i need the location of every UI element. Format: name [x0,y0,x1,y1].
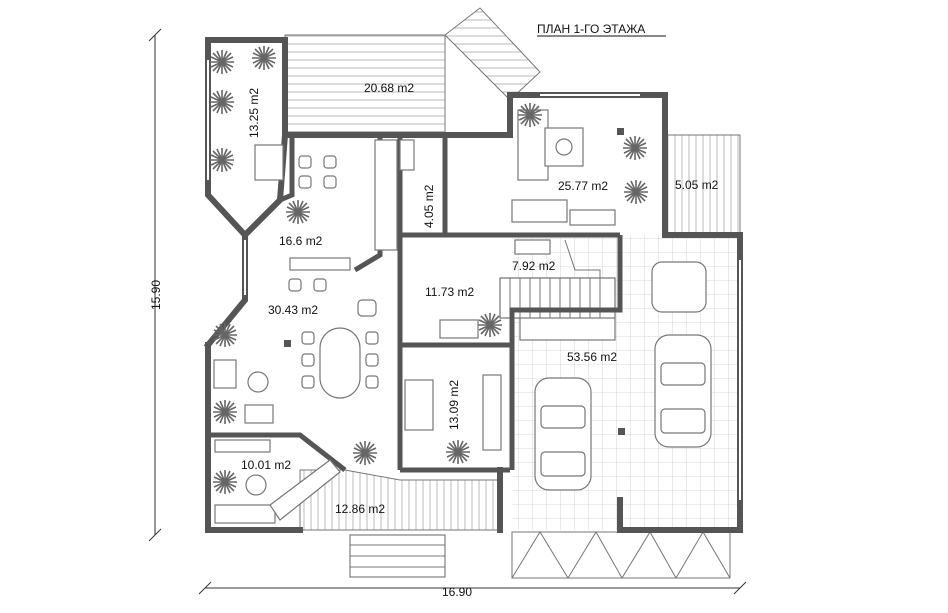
height-dimension: 15.90 [148,28,163,542]
width-dimension-label: 16.90 [442,585,472,599]
furniture [213,109,712,524]
room-area-bathroom: 4.05 m2 [422,184,436,228]
windows [207,60,741,500]
exterior-walls [203,37,743,533]
room-area-study: 10.01 m2 [241,458,291,472]
room-area-terrace-top: 20.68 m2 [364,81,414,95]
garage-doors [511,531,731,579]
room-area-garage: 53.56 m2 [567,350,617,364]
width-dimension: 16.90 [198,581,747,599]
terrace-stairs [444,7,541,101]
room-area-porch-right: 5.05 m2 [675,178,719,192]
porch-right-deck [664,134,741,236]
room-area-veranda-left: 13.25 m2 [247,88,261,138]
room-area-terrace-bottom: 12.86 m2 [335,502,385,516]
height-dimension-label: 15.90 [149,280,163,310]
room-area-stair-hall: 7.92 m2 [512,259,556,273]
room-area-living-top: 25.77 m2 [558,179,608,193]
room-area-dining: 30.43 m2 [268,303,318,317]
interior-walls [208,135,623,473]
room-labels: 20.68 m2 13.25 m2 25.77 m2 5.05 m2 4.05 … [241,81,719,516]
room-area-kitchen: 16.6 m2 [279,234,323,248]
room-area-bedroom: 13.09 m2 [447,380,461,430]
plan-title: ПЛАН 1-ГО ЭТАЖА [537,22,645,36]
entry-steps [349,534,446,578]
room-area-hall: 11.73 m2 [425,285,474,299]
